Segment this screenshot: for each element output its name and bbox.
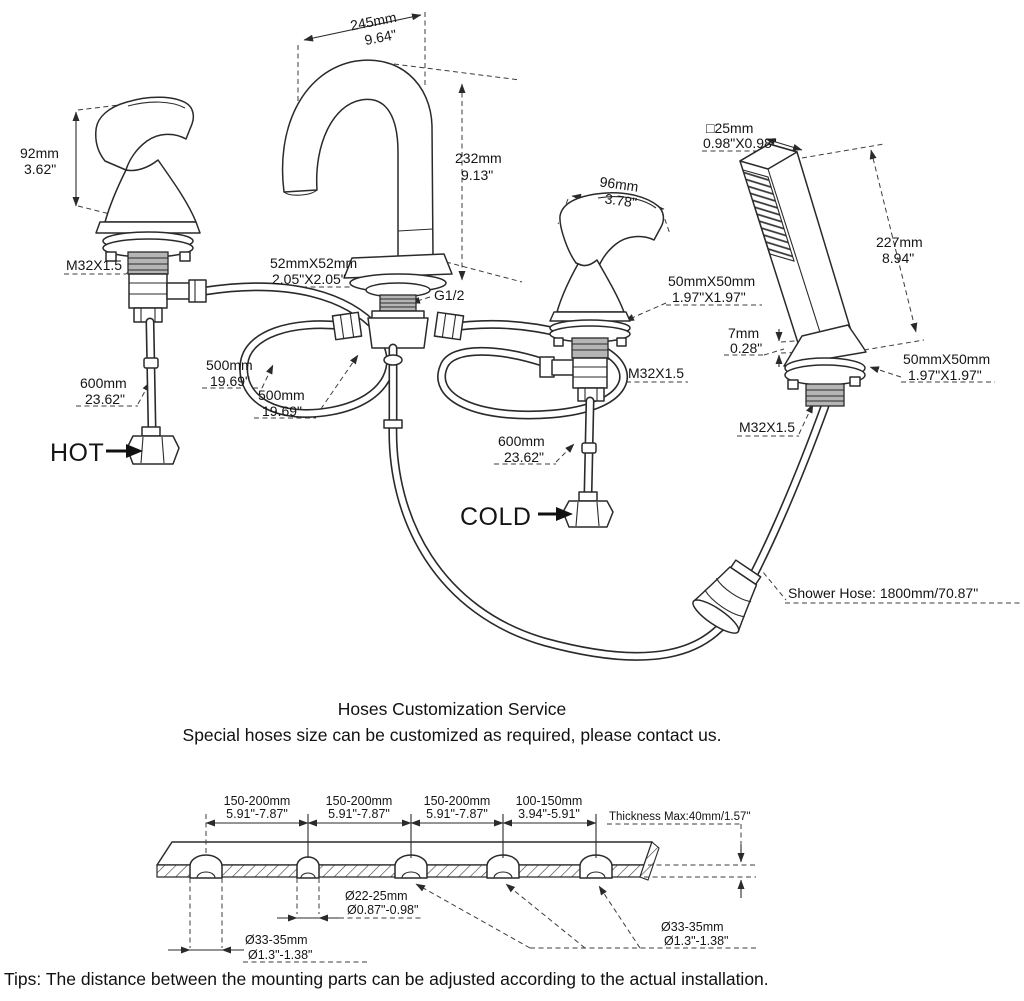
handle-height-in: 3.62" [24, 161, 56, 177]
spout-height-in: 9.13" [461, 167, 493, 183]
hole-small-mm: Ø22-25mm [345, 889, 408, 903]
mounting-dimensions [168, 814, 757, 963]
tips-text: Tips: The distance between the mounting … [4, 969, 769, 989]
spout-reach-in: 9.64" [363, 26, 398, 48]
spout-base-mm: 52mmX52mm [270, 255, 357, 271]
spacing-2-mm: 150-200mm [326, 794, 393, 808]
spacing-3-in: 5.91"-7.87" [426, 807, 488, 821]
hand-shower-assembly [739, 143, 867, 407]
hot-valve-thread: M32X1.5 [66, 257, 122, 273]
mounting-deck [156, 841, 660, 881]
cold-handle-assembly [539, 191, 665, 528]
thickness-label: Thickness Max:40mm/1.57" [609, 811, 751, 823]
cold-handle-width-in: 3.78" [604, 190, 638, 210]
cold-base-in: 1.97"X1.97" [672, 289, 746, 305]
diagram-labels: 245mm 9.64" 232mm 9.13" 92mm 3.62" M32X1… [20, 9, 990, 601]
mounting-labels: 150-200mm 5.91"-7.87" 150-200mm 5.91"-7.… [224, 794, 751, 962]
spacing-1-mm: 150-200mm [224, 794, 291, 808]
cold-valve-thread: M32X1.5 [628, 365, 684, 381]
cold-supply-in: 23.62" [504, 449, 544, 465]
hot-label: HOT [50, 439, 104, 467]
hose-a-mm: 500mm [206, 357, 253, 373]
deck-gap-in: 0.28" [730, 340, 762, 356]
hot-supply-mm: 600mm [80, 375, 127, 391]
spacing-4-mm: 100-150mm [516, 794, 583, 808]
hole-left-mm: Ø33-35mm [245, 933, 308, 947]
spout-assembly [281, 59, 465, 429]
wand-head-mm: □25mm [706, 120, 753, 136]
wand-length-in: 8.94" [882, 250, 914, 266]
wand-length-mm: 227mm [876, 234, 923, 250]
service-note-subtitle: Special hoses size can be customized as … [182, 725, 722, 745]
holes-right-mm: Ø33-35mm [661, 920, 724, 934]
hot-supply-in: 23.62" [85, 391, 125, 407]
spacing-3-mm: 150-200mm [424, 794, 491, 808]
spacing-2-in: 5.91"-7.87" [328, 807, 390, 821]
spacing-1-in: 5.91"-7.87" [226, 807, 288, 821]
cold-arrow [538, 507, 573, 521]
hose-b-mm: 500mm [258, 387, 305, 403]
hose-b-in: 19.69" [262, 403, 302, 419]
cold-supply-mm: 600mm [498, 433, 545, 449]
spout-base-in: 2.05"X2.05" [272, 271, 346, 287]
handle-height-mm: 92mm [20, 145, 59, 161]
service-note: Hoses Customization Service Special hose… [0, 696, 904, 748]
supply-hose-a [200, 282, 396, 418]
deck-gap-mm: 7mm [728, 325, 759, 341]
hole-small-in: Ø0.87"-0.98" [347, 903, 418, 917]
spout-connector: G1/2 [434, 287, 465, 303]
cold-base-mm: 50mmX50mm [668, 273, 755, 289]
cold-handle-width-mm: 96mm [599, 173, 640, 194]
hot-handle-assembly [95, 96, 207, 465]
hot-arrow [106, 444, 143, 458]
holes-right-in: Ø1.3"-1.38" [664, 934, 728, 948]
shower-base-in: 1.97"X1.97" [908, 367, 982, 383]
service-note-title: Hoses Customization Service [337, 699, 567, 719]
shower-hose [388, 401, 830, 661]
shower-base-mm: 50mmX50mm [903, 351, 990, 367]
hose-a-in: 19.69" [210, 373, 250, 389]
shower-hose-label: Shower Hose: 1800mm/70.87" [788, 585, 978, 601]
hose-holder [692, 559, 762, 634]
spacing-4-in: 3.94"-5.91" [518, 807, 580, 821]
hole-left-in: Ø1.3"-1.38" [248, 948, 312, 962]
spout-height-mm: 232mm [455, 150, 502, 166]
wand-head-in: 0.98"X0.98" [703, 135, 777, 151]
shower-thread: M32X1.5 [739, 419, 795, 435]
cold-label: COLD [460, 503, 531, 531]
